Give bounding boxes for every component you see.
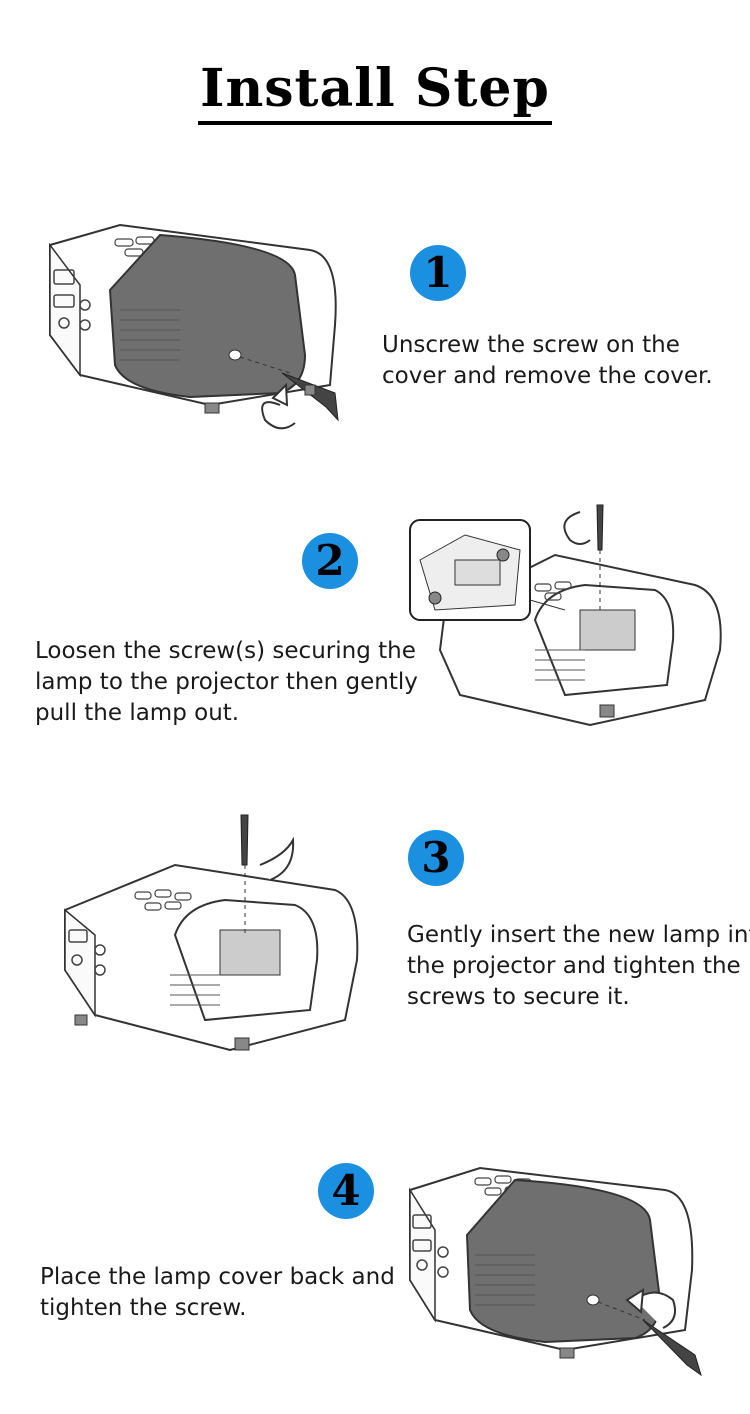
step-2-text: Loosen the screw(s) securing the lamp to… bbox=[35, 638, 418, 726]
rotate-arrow bbox=[259, 836, 295, 881]
step-3-text: Gently insert the new lamp into the proj… bbox=[407, 922, 750, 1010]
screwdriver bbox=[642, 1319, 702, 1377]
page-title: Install Step bbox=[0, 58, 750, 125]
step-1-badge: 1 bbox=[410, 245, 466, 301]
step-4-illustration bbox=[405, 1160, 705, 1380]
step-4-badge: 4 bbox=[318, 1163, 374, 1219]
step-1-illustration bbox=[40, 215, 350, 435]
step-3-illustration bbox=[55, 810, 365, 1065]
step-4-text: Place the lamp cover back and tighten th… bbox=[40, 1264, 395, 1321]
screwdriver bbox=[281, 372, 339, 422]
step-1-text: Unscrew the screw on the cover and remov… bbox=[382, 332, 713, 389]
rotate-arrow bbox=[563, 511, 591, 545]
rotate-arrow bbox=[634, 1291, 676, 1329]
lamp-cover bbox=[108, 233, 307, 399]
screwdriver bbox=[240, 814, 249, 866]
step-3-badge: 3 bbox=[408, 830, 464, 886]
rotate-arrow bbox=[261, 401, 296, 430]
screwdriver bbox=[596, 504, 604, 551]
port-panel bbox=[53, 269, 91, 331]
step-2-badge: 2 bbox=[302, 533, 358, 589]
step-2-illustration bbox=[405, 500, 740, 735]
lamp-cover bbox=[465, 1178, 662, 1344]
